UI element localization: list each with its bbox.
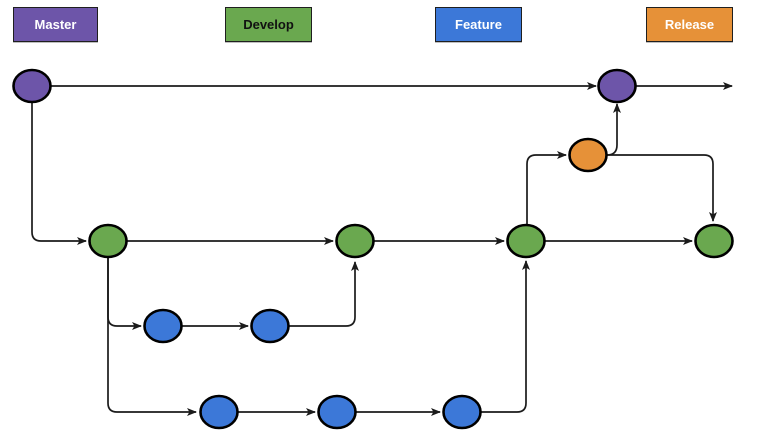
legend-feature: Feature bbox=[435, 7, 522, 42]
feature2-commit-1-node bbox=[199, 394, 239, 430]
feature2-commit-3-node bbox=[442, 394, 482, 430]
develop-commit-1-node bbox=[88, 223, 128, 259]
legend-release: Release bbox=[646, 7, 733, 42]
edge-feature2c-to-develop3 bbox=[481, 260, 530, 413]
legend-release-label: Release bbox=[664, 17, 715, 32]
edge-release-to-master2 bbox=[606, 103, 621, 156]
legend-develop: Develop bbox=[225, 7, 312, 42]
edge-master1-to-develop1 bbox=[31, 102, 87, 245]
feature2-commit-2-node bbox=[317, 394, 357, 430]
legend-develop-label: Develop bbox=[243, 17, 294, 32]
edge-develop1-to-feature2 bbox=[107, 257, 197, 416]
edge-feature1b-to-develop2 bbox=[289, 261, 359, 327]
legend-master-label: Master bbox=[34, 17, 77, 32]
feature1-commit-1-node bbox=[143, 308, 183, 344]
edge-develop3-to-release bbox=[526, 151, 567, 225]
develop-commit-2-node bbox=[335, 223, 375, 259]
feature1-commit-2-node bbox=[250, 308, 290, 344]
release-commit-1-node bbox=[568, 137, 608, 173]
edge-release-to-develop4 bbox=[607, 154, 717, 222]
nodes-layer bbox=[12, 68, 734, 430]
develop-commit-3-node bbox=[506, 223, 546, 259]
master-commit-2-node bbox=[597, 68, 637, 104]
edges-layer bbox=[31, 82, 733, 416]
edge-develop1-to-feature1 bbox=[107, 257, 142, 330]
legend-feature-label: Feature bbox=[455, 17, 502, 32]
legend-master: Master bbox=[13, 7, 98, 42]
develop-commit-4-node bbox=[694, 223, 734, 259]
master-commit-1-node bbox=[12, 68, 52, 104]
